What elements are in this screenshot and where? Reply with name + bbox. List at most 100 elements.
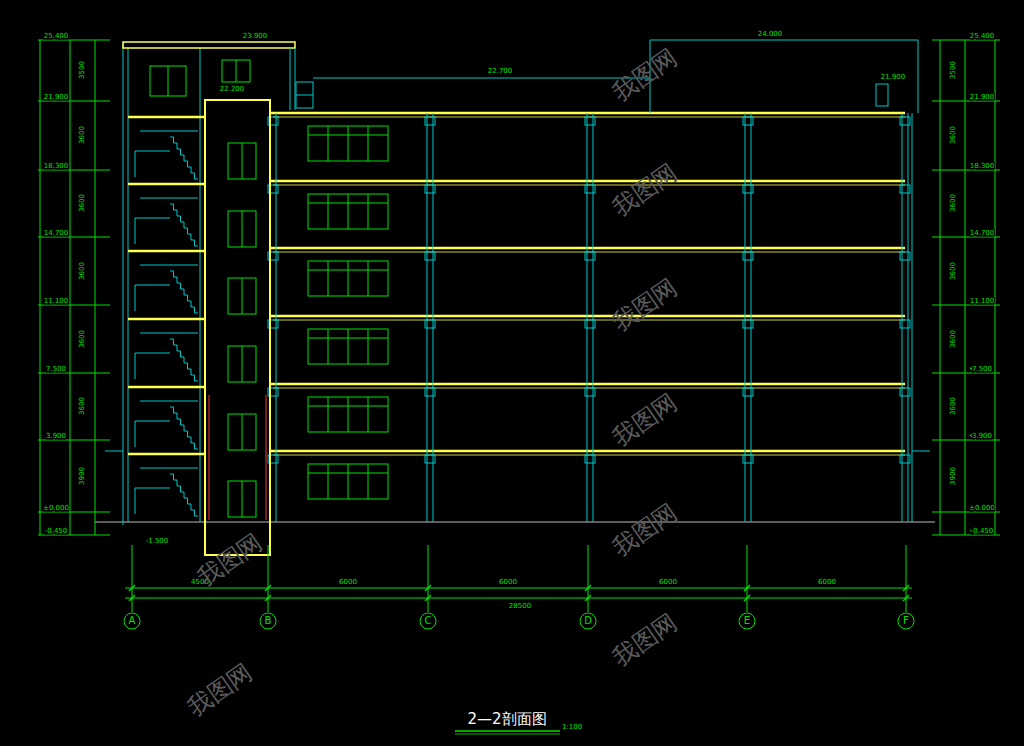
lift-shaft <box>205 100 270 555</box>
beam-section <box>585 388 595 396</box>
bubble-circle <box>739 613 755 629</box>
dimension-text: 23.900 <box>243 33 268 40</box>
beam-section <box>900 388 910 396</box>
title-underline <box>455 730 560 732</box>
dimension-text: 3600 <box>79 330 86 348</box>
dimension-text: 3600 <box>79 262 86 280</box>
window-mullion <box>348 464 349 499</box>
dimension-text: 3600 <box>79 126 86 144</box>
elevation-dim-line <box>40 40 41 535</box>
window-transom <box>308 406 388 407</box>
window-mullion <box>348 397 349 432</box>
column-line <box>902 113 903 522</box>
dimension-text: 3600 <box>79 194 86 212</box>
handrail <box>135 488 136 514</box>
wall-line <box>912 113 913 522</box>
grid-line <box>588 545 589 612</box>
window-mullion <box>328 261 329 296</box>
dimension-tick <box>744 585 750 591</box>
beam-section <box>425 117 435 125</box>
stair-steps <box>170 204 198 246</box>
column-line <box>276 113 277 522</box>
handrail <box>135 285 170 286</box>
column-line <box>745 113 746 522</box>
dimension-text: 3600 <box>950 194 957 212</box>
dimension-text: 21.900 <box>970 94 995 101</box>
watermark: 我图网 <box>609 610 682 671</box>
bubble-circle <box>260 613 276 629</box>
window-mullion <box>368 397 369 432</box>
elevation-tick <box>932 535 1000 536</box>
elevation-dim-line <box>965 40 966 535</box>
column-line <box>593 113 594 522</box>
stair-landing <box>128 183 205 186</box>
window-transom <box>308 135 388 136</box>
window-mullion <box>348 261 349 296</box>
elevation-tick <box>38 305 110 306</box>
column-line <box>751 113 752 522</box>
stair-roof-wall <box>290 48 291 110</box>
stair-flight <box>140 468 198 469</box>
handrail <box>135 151 170 152</box>
elevation-dim-line <box>95 40 96 535</box>
elevation-tick <box>932 512 1000 513</box>
axis-label: C <box>419 612 437 630</box>
window <box>308 329 388 364</box>
canopy <box>912 451 930 452</box>
beam-section <box>585 185 595 193</box>
stair-flight <box>140 265 198 266</box>
stair-landing <box>128 386 205 389</box>
roof-detail <box>876 84 888 106</box>
dimension-text: 6000 <box>659 579 677 586</box>
handrail <box>135 488 170 489</box>
dimension-text: 28500 <box>509 603 531 610</box>
beam-section <box>900 455 910 463</box>
parapet <box>650 40 918 113</box>
beam-section <box>425 455 435 463</box>
elevation-tick <box>38 373 110 374</box>
beam-section <box>425 185 435 193</box>
handrail <box>135 285 136 311</box>
dimension-text: 25.400 <box>44 33 69 40</box>
window-transom <box>308 338 388 339</box>
dimension-text: 3600 <box>950 397 957 415</box>
dimension-text: 1:100 <box>562 724 582 731</box>
elevation-tick <box>38 101 110 102</box>
column-line <box>908 113 909 522</box>
window-transom <box>308 270 388 271</box>
axis-bubble: A <box>123 612 141 630</box>
dimension-text: 21.900 <box>44 94 69 101</box>
beam-section <box>743 117 753 125</box>
handrail <box>135 218 136 244</box>
stair-wall <box>123 42 124 525</box>
dimension-text: 3600 <box>950 330 957 348</box>
roof-line <box>313 78 650 79</box>
beam-section <box>900 117 910 125</box>
window-mullion <box>348 126 349 161</box>
dimension-text: 6000 <box>339 579 357 586</box>
window-mullion <box>368 126 369 161</box>
dimension-text: 3600 <box>950 262 957 280</box>
window-mullion <box>328 397 329 432</box>
window <box>308 261 388 296</box>
window-mullion <box>368 261 369 296</box>
beam-section <box>743 320 753 328</box>
stair-roof-wall <box>295 48 296 110</box>
stair-landing <box>128 318 205 321</box>
dimension-text: 11.100 <box>970 298 995 305</box>
beam-section <box>425 388 435 396</box>
elevation-tick <box>932 440 1000 441</box>
elevation-tick <box>932 170 1000 171</box>
dimension-text: 21.900 <box>881 74 906 81</box>
window <box>308 397 388 432</box>
beam-section <box>585 117 595 125</box>
window-mullion <box>328 126 329 161</box>
stair-steps <box>170 271 198 313</box>
elevation-tick <box>38 535 110 536</box>
axis-bubble: B <box>259 612 277 630</box>
window-mullion <box>348 329 349 364</box>
grid-line <box>428 545 429 612</box>
axis-bubble: D <box>579 612 597 630</box>
window <box>150 66 186 96</box>
watermark: 我图网 <box>609 275 682 336</box>
